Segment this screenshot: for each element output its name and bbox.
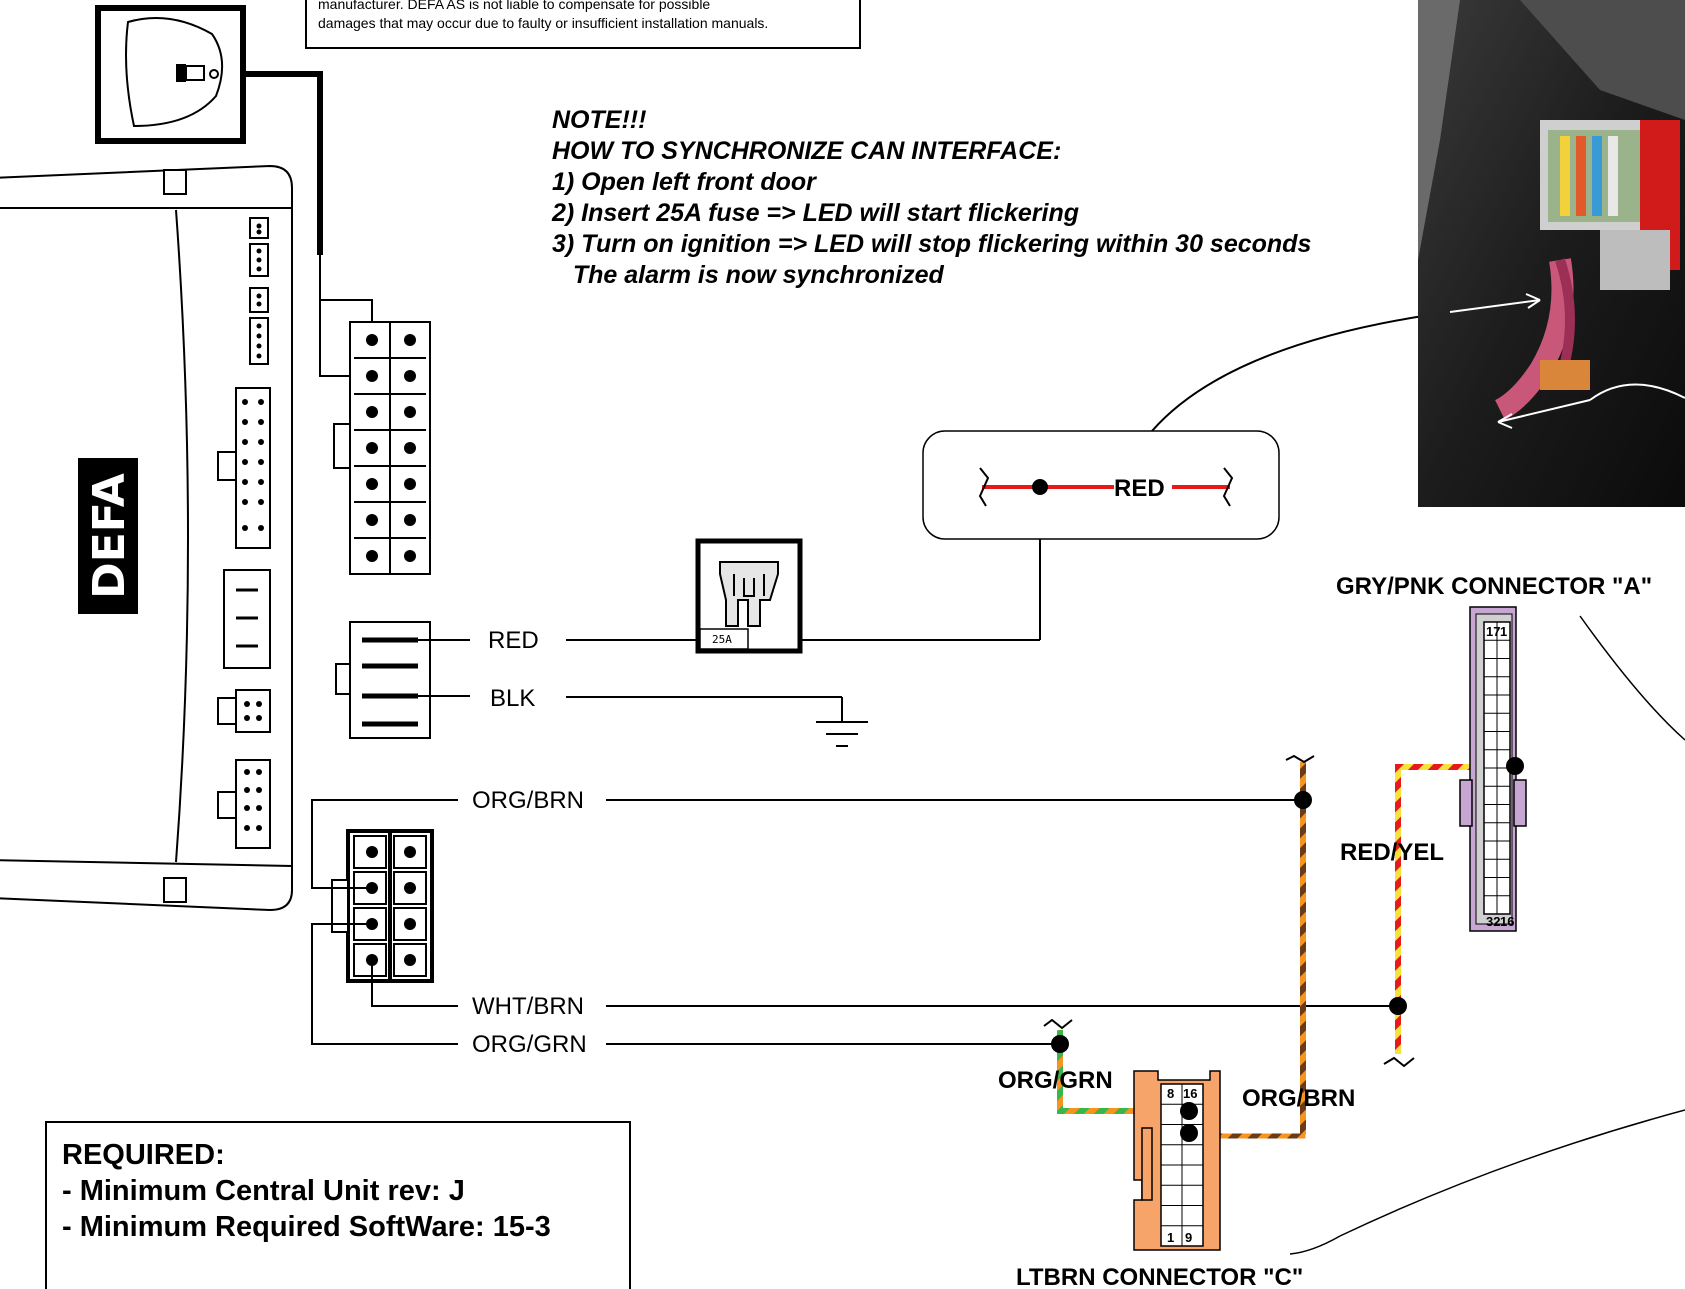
connector-c-pin-8: 8 bbox=[1167, 1086, 1174, 1101]
connector-a: GRY/PNK CONNECTOR "A" 17 1 32 16 bbox=[1336, 573, 1652, 932]
connector-a-pin-17: 17 bbox=[1486, 624, 1500, 639]
defa-logo: DEFA bbox=[78, 458, 138, 614]
connector-a-pin-16: 16 bbox=[1500, 914, 1514, 929]
required-item-1: - Minimum Central Unit rev: J bbox=[62, 1175, 465, 1207]
sync-note: NOTE!!! HOW TO SYNCHRONIZE CAN INTERFACE… bbox=[551, 106, 1311, 289]
fuse-rating: 25A bbox=[712, 633, 732, 646]
inset-wire-label-red: RED bbox=[1114, 475, 1165, 502]
note-step-2: 2) Insert 25A fuse => LED will start fli… bbox=[551, 199, 1079, 227]
connector-c-pin-16: 16 bbox=[1183, 1086, 1197, 1101]
required-title: REQUIRED: bbox=[62, 1139, 225, 1171]
connector-c-pin-9: 9 bbox=[1185, 1230, 1192, 1245]
disclaimer-line-2: damages that may occur due to faulty or … bbox=[318, 15, 768, 31]
red-wire-splice-inset: RED bbox=[922, 430, 1280, 540]
connector-a-pin-32: 32 bbox=[1486, 914, 1500, 929]
wire-label-org-grn: ORG/GRN bbox=[472, 1031, 587, 1058]
connector-a-pin-1: 1 bbox=[1500, 624, 1507, 639]
wire-label-red: RED bbox=[488, 627, 539, 654]
connector-c-title: LTBRN CONNECTOR "C" bbox=[1016, 1264, 1303, 1289]
connector-c-pin-1: 1 bbox=[1167, 1230, 1174, 1245]
power-connector bbox=[335, 621, 431, 739]
led-indicator-box bbox=[95, 5, 246, 144]
disclaimer-box: manufacturer. DEFA AS is not liable to c… bbox=[305, 0, 861, 49]
ground-icon bbox=[816, 721, 868, 747]
fuse-icon bbox=[719, 561, 779, 627]
defa-logo-text: DEFA bbox=[84, 473, 135, 599]
wire-label-org-brn-vehicle: ORG/BRN bbox=[1242, 1085, 1355, 1112]
wire-label-blk: BLK bbox=[490, 685, 535, 712]
connector-a-title: GRY/PNK CONNECTOR "A" bbox=[1336, 573, 1652, 600]
led-holder-icon bbox=[125, 17, 224, 128]
wire-label-org-brn: ORG/BRN bbox=[472, 787, 584, 814]
note-step-1: 1) Open left front door bbox=[552, 168, 817, 196]
required-item-2: - Minimum Required SoftWare: 15-3 bbox=[62, 1211, 551, 1243]
can-connector-8pin bbox=[331, 829, 434, 983]
harness-connector-14pin bbox=[333, 321, 431, 575]
note-step-4: The alarm is now synchronized bbox=[552, 261, 944, 289]
note-heading: HOW TO SYNCHRONIZE CAN INTERFACE: bbox=[552, 137, 1061, 165]
disclaimer-line-1: manufacturer. DEFA AS is not liable to c… bbox=[318, 0, 710, 12]
fuse-box: 25A bbox=[695, 538, 803, 654]
requirements-box: REQUIRED: - Minimum Central Unit rev: J … bbox=[45, 1121, 631, 1289]
note-title: NOTE!!! bbox=[552, 106, 646, 134]
wire-label-red-yel: RED/YEL bbox=[1340, 839, 1444, 866]
note-step-3: 3) Turn on ignition => LED will stop fli… bbox=[552, 230, 1311, 258]
central-unit: DEFA bbox=[0, 164, 293, 912]
fusebox-photo bbox=[1418, 0, 1685, 507]
wire-label-wht-brn: WHT/BRN bbox=[472, 993, 584, 1020]
wire-label-org-grn-vehicle: ORG/GRN bbox=[998, 1067, 1113, 1094]
connector-c: LTBRN CONNECTOR "C" 8 16 1 9 bbox=[1016, 1070, 1303, 1289]
